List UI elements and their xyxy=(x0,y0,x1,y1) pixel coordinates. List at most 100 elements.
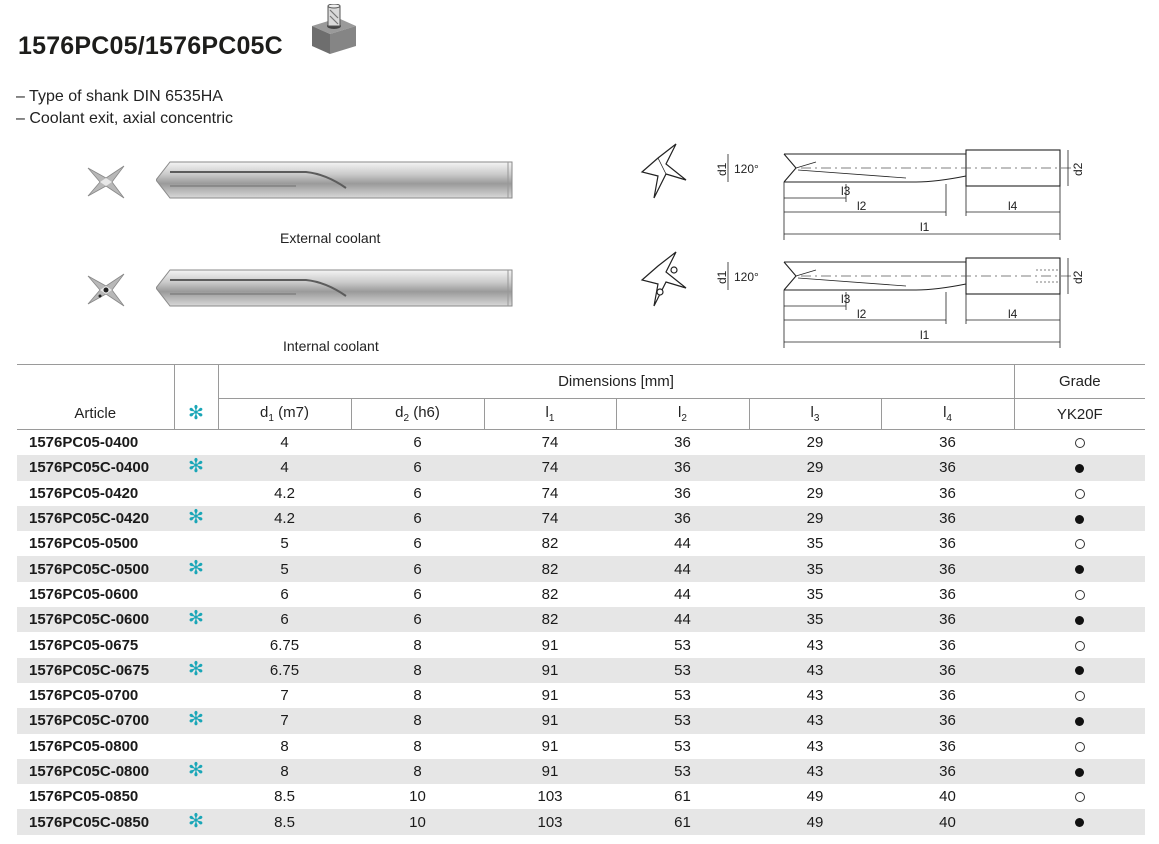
l1-cell: 82 xyxy=(541,535,559,553)
grade-cell xyxy=(1014,505,1146,532)
l3-cell: 35 xyxy=(806,585,824,603)
l2-cell: 53 xyxy=(674,687,691,705)
on-request-open-circle-icon xyxy=(1074,438,1085,449)
d2-cell: 8 xyxy=(351,657,484,683)
article-cell: 1576PC05-0600 xyxy=(29,585,139,603)
l1-cell: 82 xyxy=(484,556,616,582)
l3-cell: 29 xyxy=(806,484,824,502)
grade-cell xyxy=(1014,809,1146,835)
coolant-cell xyxy=(174,582,218,607)
l1-cell: 82 xyxy=(484,607,616,633)
dim-l4-label: l4 xyxy=(1008,199,1018,213)
d2-cell: 6 xyxy=(351,455,484,481)
dim-l1-label: l1 xyxy=(920,220,930,234)
coolant-cell: ✻ xyxy=(174,657,218,683)
available-filled-circle-icon xyxy=(1075,463,1085,473)
article-cell: 1576PC05-0675 xyxy=(29,636,139,654)
external-coolant-caption: External coolant xyxy=(280,230,381,246)
article-cell: 1576PC05C-0850 xyxy=(17,809,174,835)
coolant-star-icon: ✻ xyxy=(188,507,204,529)
column-header-l1: l1 xyxy=(483,398,616,430)
grade-cell xyxy=(1014,657,1146,683)
l4-cell: 36 xyxy=(939,687,956,705)
coolant-star-icon: ✻ xyxy=(188,608,204,630)
l2-cell: 44 xyxy=(674,535,691,553)
available-filled-circle-icon xyxy=(1075,565,1085,575)
feature-coolant: – Coolant exit, axial concentric xyxy=(16,110,233,127)
l4-cell: 36 xyxy=(881,708,1015,734)
l1-cell: 91 xyxy=(541,636,559,654)
l2-cell: 53 xyxy=(674,737,691,755)
l3-cell: 43 xyxy=(749,758,881,785)
internal-end-view-icon xyxy=(87,273,125,307)
coolant-cell: ✻ xyxy=(174,607,218,633)
column-header-subscript: 4 xyxy=(946,413,952,424)
column-header-l4: l4 xyxy=(880,398,1015,430)
d1-cell: 8 xyxy=(280,737,289,755)
l3-cell: 43 xyxy=(806,687,824,705)
coolant-cell: ✻ xyxy=(174,556,218,582)
coolant-cell: ✻ xyxy=(174,455,218,481)
internal-dimension-drawing: d1 120° d2 l3 l2 l4 l1 xyxy=(640,251,1085,348)
d2-cell: 10 xyxy=(409,788,426,806)
coolant-cell xyxy=(174,784,218,809)
article-cell: 1576PC05-0420 xyxy=(29,484,139,502)
l2-cell: 44 xyxy=(616,556,749,582)
grade-cell xyxy=(1014,683,1145,708)
column-header-d1: d1 (m7) xyxy=(217,398,351,430)
l1-cell: 91 xyxy=(541,737,559,755)
l4-cell: 36 xyxy=(939,737,956,755)
coolant-cell: ✻ xyxy=(174,809,218,835)
grade-cell xyxy=(1014,632,1145,657)
d2-cell: 8 xyxy=(351,708,484,734)
l4-cell: 36 xyxy=(881,607,1015,633)
l4-cell: 36 xyxy=(881,758,1015,785)
column-header-tolerance: (m7) xyxy=(273,404,309,421)
column-header-subscript: 2 xyxy=(403,413,410,424)
l3-cell: 43 xyxy=(749,657,881,683)
angle-label: 120° xyxy=(734,270,759,284)
l4-cell: 36 xyxy=(881,505,1015,532)
column-header-symbol: l xyxy=(810,404,814,421)
internal-reamer-image xyxy=(156,269,513,307)
external-dimension-drawing: d1 120° d2 l3 l2 l4 l1 xyxy=(640,143,1085,240)
column-header-symbol: d xyxy=(260,404,269,421)
l3-cell: 43 xyxy=(806,636,824,654)
article-cell: 1576PC05C-0700 xyxy=(17,708,174,734)
coolant-star-icon: ✻ xyxy=(188,658,204,680)
d1-cell: 7 xyxy=(218,708,351,734)
available-filled-circle-icon xyxy=(1075,818,1085,828)
on-request-open-circle-icon xyxy=(1074,589,1085,600)
l2-cell: 61 xyxy=(616,809,749,835)
d1-cell: 8 xyxy=(218,758,351,785)
internal-coolant-caption: Internal coolant xyxy=(283,338,379,354)
article-cell: 1576PC05C-0420 xyxy=(17,505,174,532)
article-header: Article xyxy=(74,405,117,422)
d2-cell: 8 xyxy=(413,636,422,654)
l2-cell: 61 xyxy=(674,788,691,806)
l1-cell: 74 xyxy=(484,505,616,532)
d2-cell: 10 xyxy=(351,809,484,835)
reaming-tool-icon xyxy=(312,4,356,54)
grade-cell xyxy=(1014,531,1145,556)
grade-cell xyxy=(1014,708,1146,734)
article-cell: 1576PC05-0850 xyxy=(29,788,139,806)
coolant-star-icon: ✻ xyxy=(188,456,204,478)
d2-cell: 8 xyxy=(351,758,484,785)
l3-cell: 49 xyxy=(749,809,881,835)
l3-cell: 35 xyxy=(806,535,824,553)
dimensions-group-header: Dimensions [mm] xyxy=(217,364,1015,399)
article-cell: 1576PC05-0800 xyxy=(29,737,139,755)
column-header-l3: l3 xyxy=(748,398,881,430)
l2-cell: 36 xyxy=(616,505,749,532)
angle-label: 120° xyxy=(734,162,759,176)
